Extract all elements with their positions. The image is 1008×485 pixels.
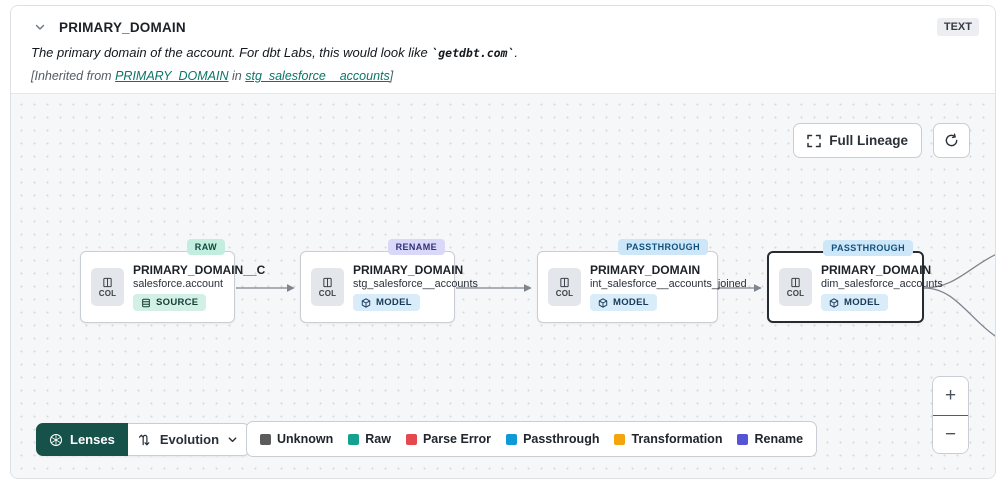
lenses-control: Lenses Evolution <box>36 423 251 456</box>
column-lineage-panel: PRIMARY_DOMAIN TEXT The primary domain o… <box>10 5 996 479</box>
column-chip: COL <box>779 268 812 306</box>
selected-lens-label: Evolution <box>159 432 220 447</box>
legend-swatch <box>506 433 518 445</box>
resource-type-badge: MODEL <box>353 294 420 311</box>
node-model-name: salesforce.account <box>133 278 224 290</box>
resource-type-badge: MODEL <box>590 294 657 311</box>
model-cube-icon <box>598 297 608 308</box>
model-cube-icon <box>829 297 839 308</box>
zoom-controls: + − <box>932 376 969 454</box>
lenses-button[interactable]: Lenses <box>36 423 128 456</box>
lineage-node-source[interactable]: RAW COL PRIMARY_DOMAIN__C salesforce.acc… <box>80 239 265 323</box>
lens-selector-dropdown[interactable]: Evolution <box>127 423 251 456</box>
refresh-icon <box>944 133 959 148</box>
lineage-node-staging[interactable]: RENAME COL PRIMARY_DOMAIN stg_salesforce… <box>300 239 478 323</box>
evolution-badge: RENAME <box>387 239 445 255</box>
node-title: PRIMARY_DOMAIN__C <box>133 263 266 277</box>
legend-item-passthrough: Passthrough <box>506 432 599 446</box>
node-model-name: stg_salesforce__accounts <box>353 278 478 290</box>
zoom-out-button[interactable]: − <box>933 415 968 453</box>
column-chip: COL <box>548 268 581 306</box>
chevron-down-icon <box>227 434 238 445</box>
column-chip: COL <box>311 268 344 306</box>
legend-item-raw: Raw <box>348 432 391 446</box>
lineage-node-intermediate[interactable]: PASSTHROUGH COL PRIMARY_DOMAIN int_sales… <box>537 239 747 323</box>
legend-swatch <box>260 433 271 445</box>
column-description: The primary domain of the account. For d… <box>31 45 519 60</box>
inherited-from-note: [Inherited from PRIMARY_DOMAIN in stg_sa… <box>31 69 394 83</box>
collapse-chevron-icon[interactable] <box>31 18 49 36</box>
zoom-in-button[interactable]: + <box>933 377 968 415</box>
description-code: `getdbt.com` <box>431 46 515 60</box>
model-cube-icon <box>361 297 371 308</box>
evolution-badge: RAW <box>186 239 225 255</box>
lens-aperture-icon <box>49 433 63 447</box>
legend-item-parse-error: Parse Error <box>405 432 491 446</box>
evolution-badge: PASSTHROUGH <box>618 239 708 255</box>
column-header: PRIMARY_DOMAIN TEXT The primary domain o… <box>11 6 995 93</box>
legend-swatch <box>348 433 360 445</box>
legend-item-transformation: Transformation <box>614 432 722 446</box>
lineage-canvas[interactable]: Full Lineage RAW COL PRIMARY_DOMAIN__C s… <box>11 93 995 478</box>
legend-item-rename: Rename <box>737 432 803 446</box>
node-title: PRIMARY_DOMAIN <box>821 263 932 277</box>
columns-icon <box>322 277 333 288</box>
evolution-legend: Unknown Raw Parse Error Passthrough Tran… <box>246 421 818 457</box>
legend-swatch <box>405 433 417 445</box>
node-model-name: dim_salesforce_accounts <box>821 278 943 290</box>
expand-icon <box>807 134 821 148</box>
resource-type-badge: MODEL <box>821 294 888 311</box>
column-title: PRIMARY_DOMAIN <box>59 19 186 35</box>
columns-icon <box>559 277 570 288</box>
refresh-button[interactable] <box>933 123 970 158</box>
lineage-node-dim-selected[interactable]: PASSTHROUGH COL PRIMARY_DOMAIN dim_sales… <box>767 240 943 323</box>
column-chip: COL <box>91 268 124 306</box>
inherited-model-link[interactable]: stg_salesforce__accounts <box>245 69 390 83</box>
resource-type-badge: SOURCE <box>133 294 207 311</box>
full-lineage-button[interactable]: Full Lineage <box>793 123 922 158</box>
legend-swatch <box>737 433 749 445</box>
node-title: PRIMARY_DOMAIN <box>590 263 701 277</box>
legend-item-unknown: Unknown <box>260 432 333 446</box>
node-model-name: int_salesforce__accounts_joined <box>590 278 747 290</box>
columns-icon <box>102 277 113 288</box>
legend-swatch <box>614 433 626 445</box>
source-icon <box>141 298 151 308</box>
node-title: PRIMARY_DOMAIN <box>353 263 464 277</box>
inherited-column-link[interactable]: PRIMARY_DOMAIN <box>115 69 229 83</box>
evolution-badge: PASSTHROUGH <box>823 240 913 256</box>
swap-vertical-icon <box>138 433 152 447</box>
columns-icon <box>790 277 801 288</box>
column-type-badge: TEXT <box>936 18 979 36</box>
